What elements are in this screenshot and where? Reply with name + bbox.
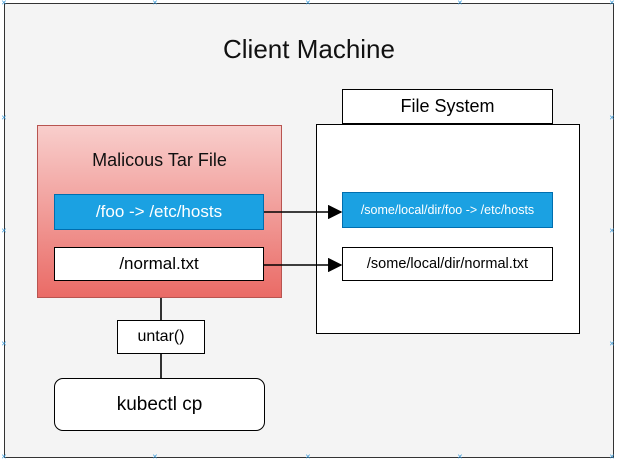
handle-icon[interactable]: ✕	[609, 228, 615, 235]
handle-icon[interactable]: ✕	[1, 115, 7, 122]
file-system-title-tab[interactable]: File System	[342, 89, 553, 124]
file-system-box[interactable]	[316, 124, 580, 334]
handle-icon[interactable]: ✕	[305, 0, 311, 7]
handle-icon[interactable]: ✕	[1, 454, 7, 461]
client-machine-title: Client Machine	[223, 34, 395, 64]
fs-entry-normal-txt[interactable]: /some/local/dir/normal.txt	[342, 247, 553, 281]
handle-icon[interactable]: ✕	[609, 115, 615, 122]
fs-entry-foo-symlink[interactable]: /some/local/dir/foo -> /etc/hosts	[342, 192, 553, 228]
handle-icon[interactable]: ✕	[152, 0, 158, 7]
handle-icon[interactable]: ✕	[1, 0, 7, 7]
handle-icon[interactable]: ✕	[1, 341, 7, 348]
handle-icon[interactable]: ✕	[457, 0, 463, 7]
kubectl-cp-command[interactable]: kubectl cp	[54, 378, 265, 431]
malicious-tar-file-title: Malicous Tar File	[92, 150, 227, 170]
handle-icon[interactable]: ✕	[609, 0, 615, 7]
handle-icon[interactable]: ✕	[152, 454, 158, 461]
handle-icon[interactable]: ✕	[609, 454, 615, 461]
handle-icon[interactable]: ✕	[305, 454, 311, 461]
handle-icon[interactable]: ✕	[457, 454, 463, 461]
tar-entry-normal-txt[interactable]: /normal.txt	[54, 247, 264, 281]
tar-entry-foo-symlink[interactable]: /foo -> /etc/hosts	[54, 194, 264, 230]
handle-icon[interactable]: ✕	[609, 341, 615, 348]
untar-step[interactable]: untar()	[117, 320, 205, 354]
handle-icon[interactable]: ✕	[1, 228, 7, 235]
